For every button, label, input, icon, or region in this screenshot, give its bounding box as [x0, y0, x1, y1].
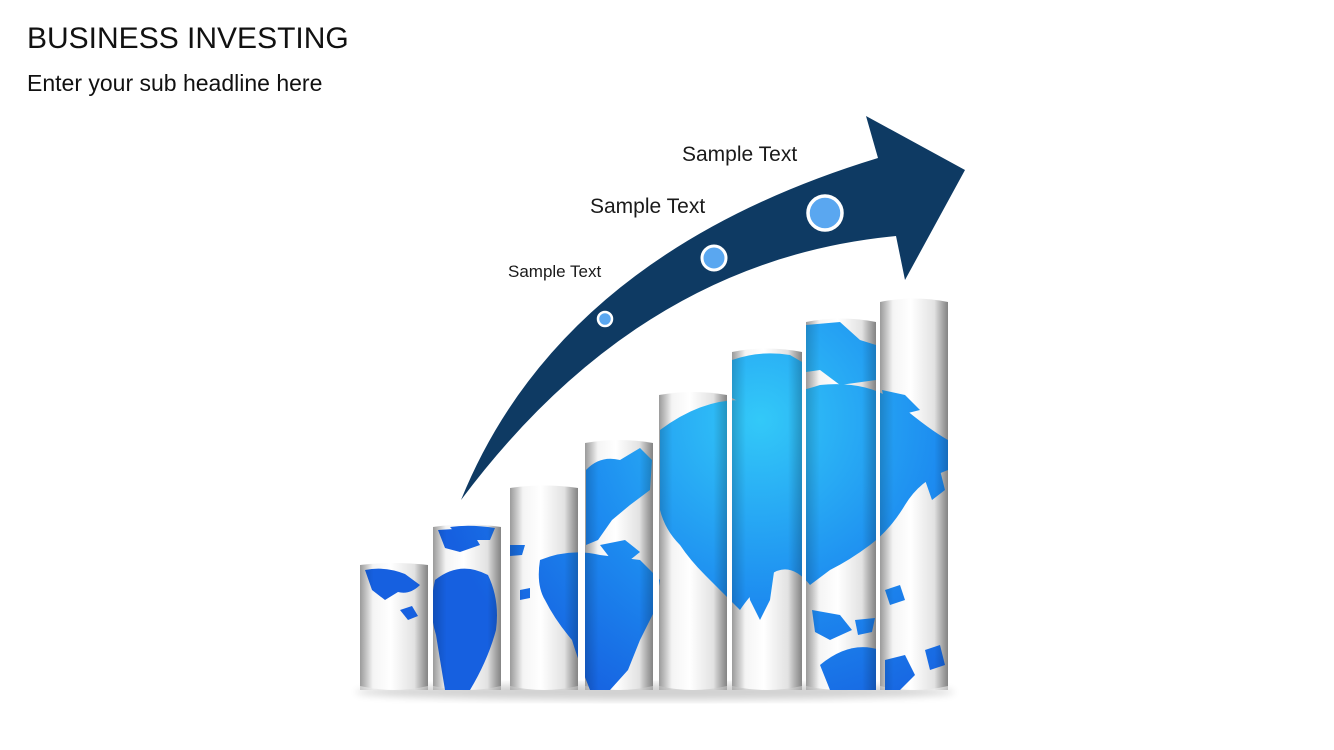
milestone-label-2: Sample Text [590, 195, 706, 218]
milestone-dot-3 [806, 194, 844, 232]
page-subtitle: Enter your sub headline here [27, 70, 323, 96]
milestone-dot-1 [596, 310, 614, 328]
milestone-dot-2 [700, 244, 728, 272]
milestone-label-3: Sample Text [682, 143, 798, 166]
milestone-label-1: Sample Text [508, 262, 602, 281]
page-title: BUSINESS INVESTING [27, 22, 349, 55]
